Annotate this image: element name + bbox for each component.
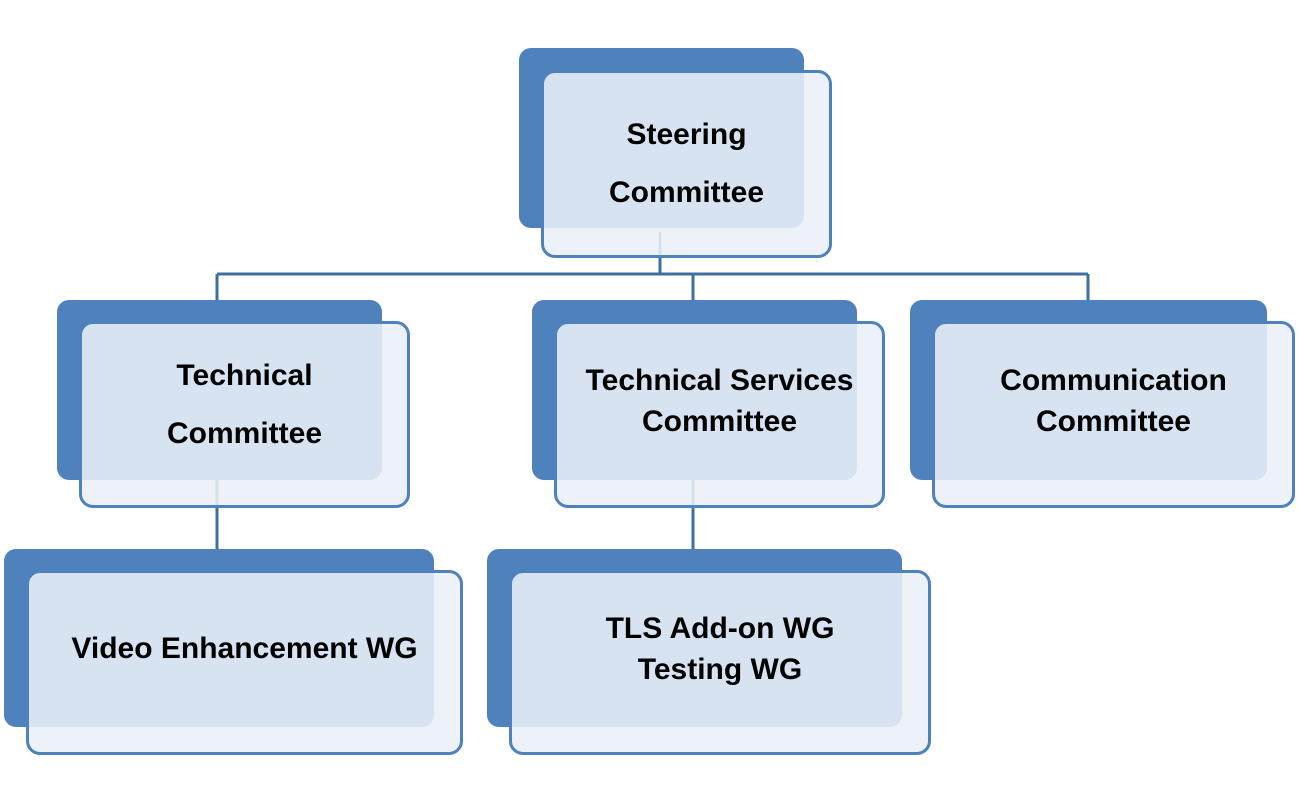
node-box: Technical Committee — [79, 321, 410, 508]
steering-committee-label: Steering Committee — [608, 118, 765, 209]
steering-committee-node: Steering Committee — [519, 48, 832, 258]
video-enhancement-wg-node: Video Enhancement WG — [4, 549, 463, 755]
node-box: Technical Services Committee — [554, 321, 885, 508]
tls-testing-wg-node: TLS Add-on WG Testing WG — [487, 549, 931, 755]
communication-committee-node: Communication Committee — [910, 300, 1295, 508]
technical-services-committee-node: Technical Services Committee — [532, 300, 885, 508]
technical-services-committee-label: Technical Services Committee — [585, 363, 854, 438]
tls-testing-wg-label: TLS Add-on WG Testing WG — [605, 611, 835, 686]
node-box: TLS Add-on WG Testing WG — [509, 570, 931, 755]
technical-committee-label: Technical Committee — [166, 358, 323, 450]
node-box: Video Enhancement WG — [26, 570, 463, 755]
technical-committee-node: Technical Committee — [57, 300, 410, 508]
video-enhancement-wg-label: Video Enhancement WG — [71, 632, 418, 665]
node-box: Communication Committee — [932, 321, 1295, 508]
communication-committee-label: Communication Committee — [1000, 363, 1227, 438]
node-box: Steering Committee — [541, 70, 832, 258]
